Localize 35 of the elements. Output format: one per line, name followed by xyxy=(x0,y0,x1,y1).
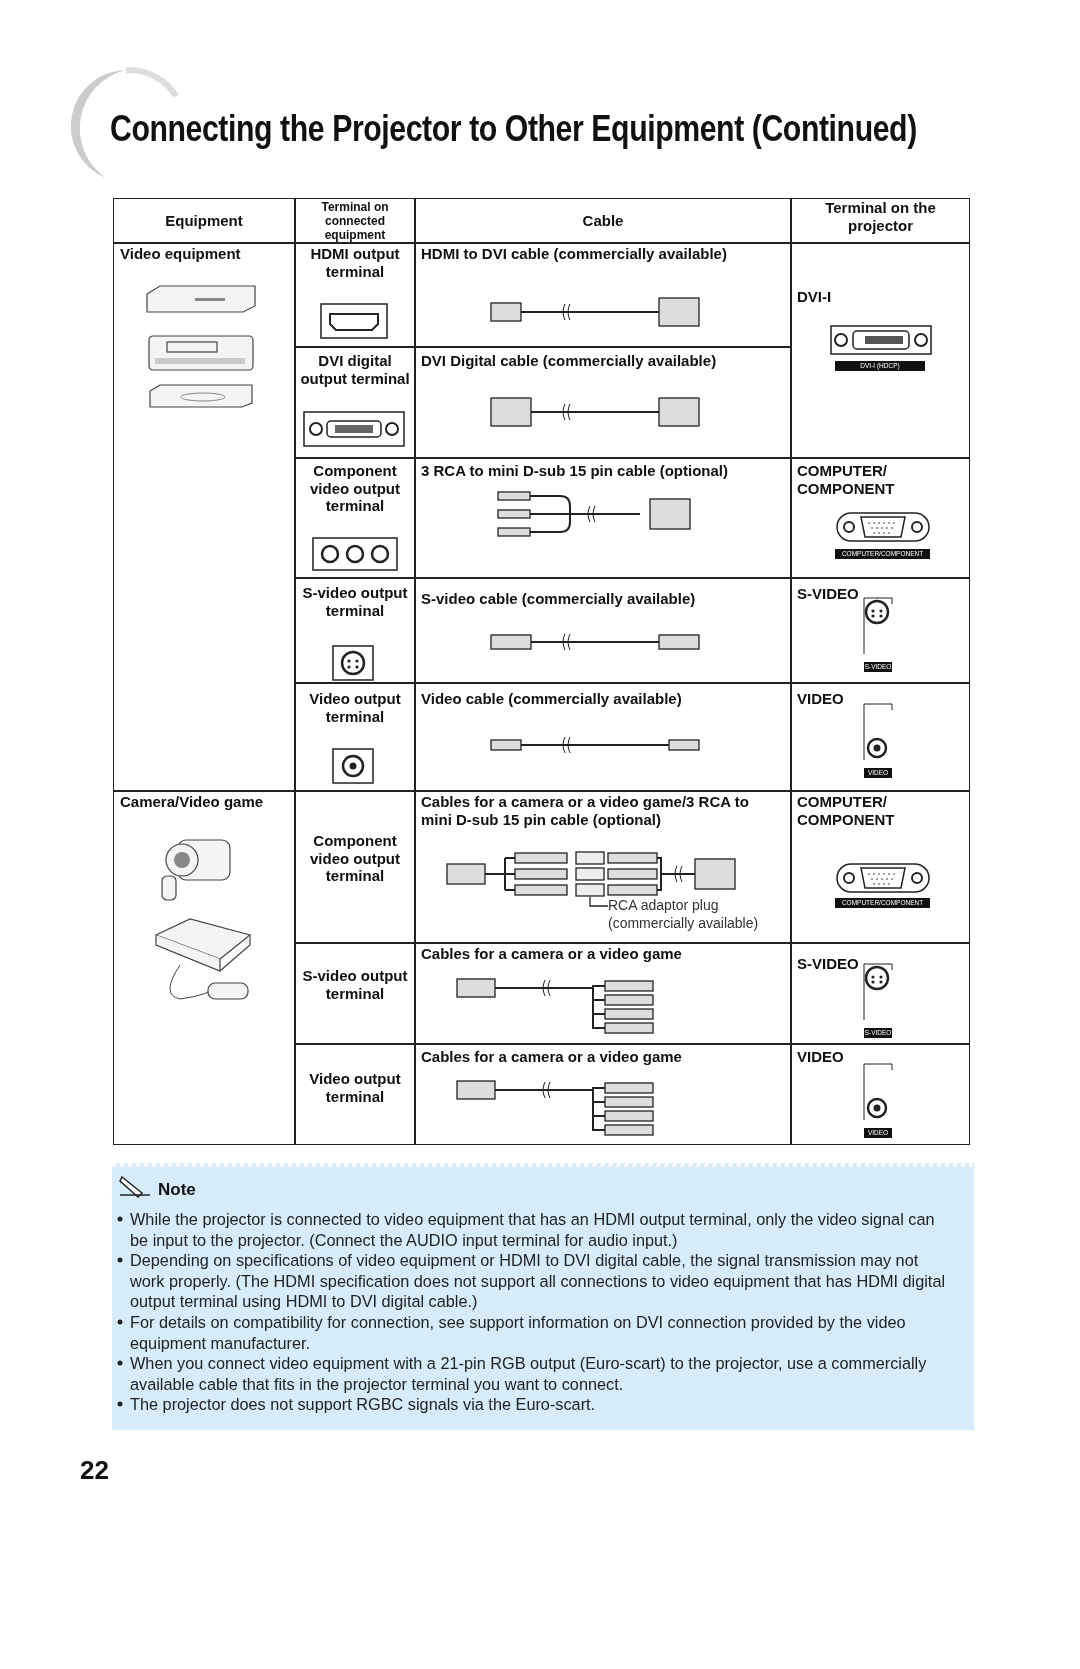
terminal-label: S-video output terminal xyxy=(301,584,409,620)
page-number: 22 xyxy=(80,1455,109,1486)
note-heading: Note xyxy=(158,1180,196,1200)
port-label: COMPUTER/ COMPONENT xyxy=(797,793,896,829)
cable-label: Cables for a camera or a video game xyxy=(421,1048,683,1066)
terminal-label: HDMI output terminal xyxy=(309,245,401,281)
column-header: Cable xyxy=(581,212,625,230)
port-label: VIDEO xyxy=(797,1048,845,1066)
terminal-label: S-video output terminal xyxy=(301,967,409,1003)
cable-label: S-video cable (commercially available) xyxy=(421,590,697,608)
leader-line xyxy=(589,896,609,907)
page-title: Connecting the Projector to Other Equipment (Continued) xyxy=(110,108,917,150)
port-label: DVI-I xyxy=(797,288,833,306)
terminal-label: Component video output terminal xyxy=(309,462,401,515)
adaptor-plug-drawing xyxy=(575,851,605,897)
terminal-label: Component video output terminal xyxy=(309,832,401,885)
port-label: COMPUTER/ COMPONENT xyxy=(797,462,896,498)
cable-label: Cables for a camera or a video game xyxy=(421,945,683,963)
port-label: S-VIDEO xyxy=(797,585,860,603)
port-label: S-VIDEO xyxy=(797,955,860,973)
column-header: Terminal on the projector xyxy=(824,199,937,235)
callout-text: RCA adaptor plug (commercially available) xyxy=(608,896,788,933)
terminal-label: Video output terminal xyxy=(308,690,402,726)
terminal-label: DVI digital output terminal xyxy=(300,352,410,388)
cable-label: Video cable (commercially available) xyxy=(421,690,683,708)
port-label: VIDEO xyxy=(797,690,845,708)
column-header: Terminal on connected equipment xyxy=(320,200,390,243)
column-header: Equipment xyxy=(164,212,244,230)
cable-label: DVI Digital cable (commercially available) xyxy=(421,352,718,370)
equipment-label: Video equipment xyxy=(120,245,242,263)
cable-label: Cables for a camera or a video game/3 RCA to mini D-sub 15 pin cable (optional) xyxy=(421,793,750,829)
cable-label: HDMI to DVI cable (commercially available) xyxy=(421,245,728,263)
cable-label: 3 RCA to mini D-sub 15 pin cable (optional) xyxy=(421,462,729,480)
terminal-label: Video output terminal xyxy=(308,1070,402,1106)
equipment-label: Camera/Video game xyxy=(120,793,265,811)
